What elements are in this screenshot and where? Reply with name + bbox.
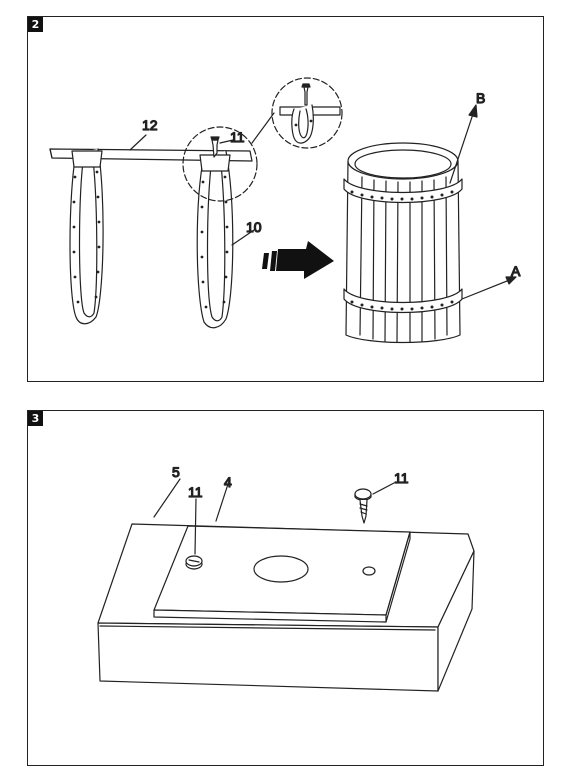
label-screw-right: 11 — [394, 470, 409, 486]
label-a: A — [511, 263, 521, 279]
step-2-illustration: 12 11 10 B A — [49, 77, 522, 344]
leader-rod — [129, 134, 147, 151]
leader-screw — [219, 139, 234, 144]
leader-strap — [231, 229, 255, 246]
screw-head-icon — [185, 555, 203, 570]
label-screw: 11 — [230, 129, 245, 145]
barrel — [343, 142, 463, 344]
step-3-panel: 3 — [27, 410, 544, 766]
label-b: B — [476, 90, 485, 106]
step-3-badge: 3 — [28, 411, 43, 426]
strap-right — [196, 150, 234, 329]
plate — [153, 525, 411, 623]
label-base: 5 — [172, 464, 180, 480]
label-plate: 4 — [224, 474, 232, 490]
leader-screw-left — [194, 498, 197, 555]
screw-icon — [210, 136, 220, 158]
screw-icon — [354, 488, 372, 524]
arrow-a — [461, 276, 517, 300]
step-2-badge: 2 — [28, 17, 43, 32]
leader-base — [153, 478, 181, 518]
arrow-b — [449, 104, 478, 184]
arrow-right-icon — [262, 241, 334, 279]
label-rod: 12 — [142, 117, 158, 133]
strap-left — [69, 148, 104, 325]
label-strap: 10 — [246, 219, 262, 235]
detail-callout — [182, 77, 343, 202]
leader-screw-right — [372, 482, 395, 495]
leader-plate — [215, 480, 230, 522]
step-2-panel: 2 — [27, 16, 544, 382]
label-screw-left: 11 — [188, 484, 203, 500]
step-3-illustration: 5 11 4 11 — [97, 463, 475, 692]
